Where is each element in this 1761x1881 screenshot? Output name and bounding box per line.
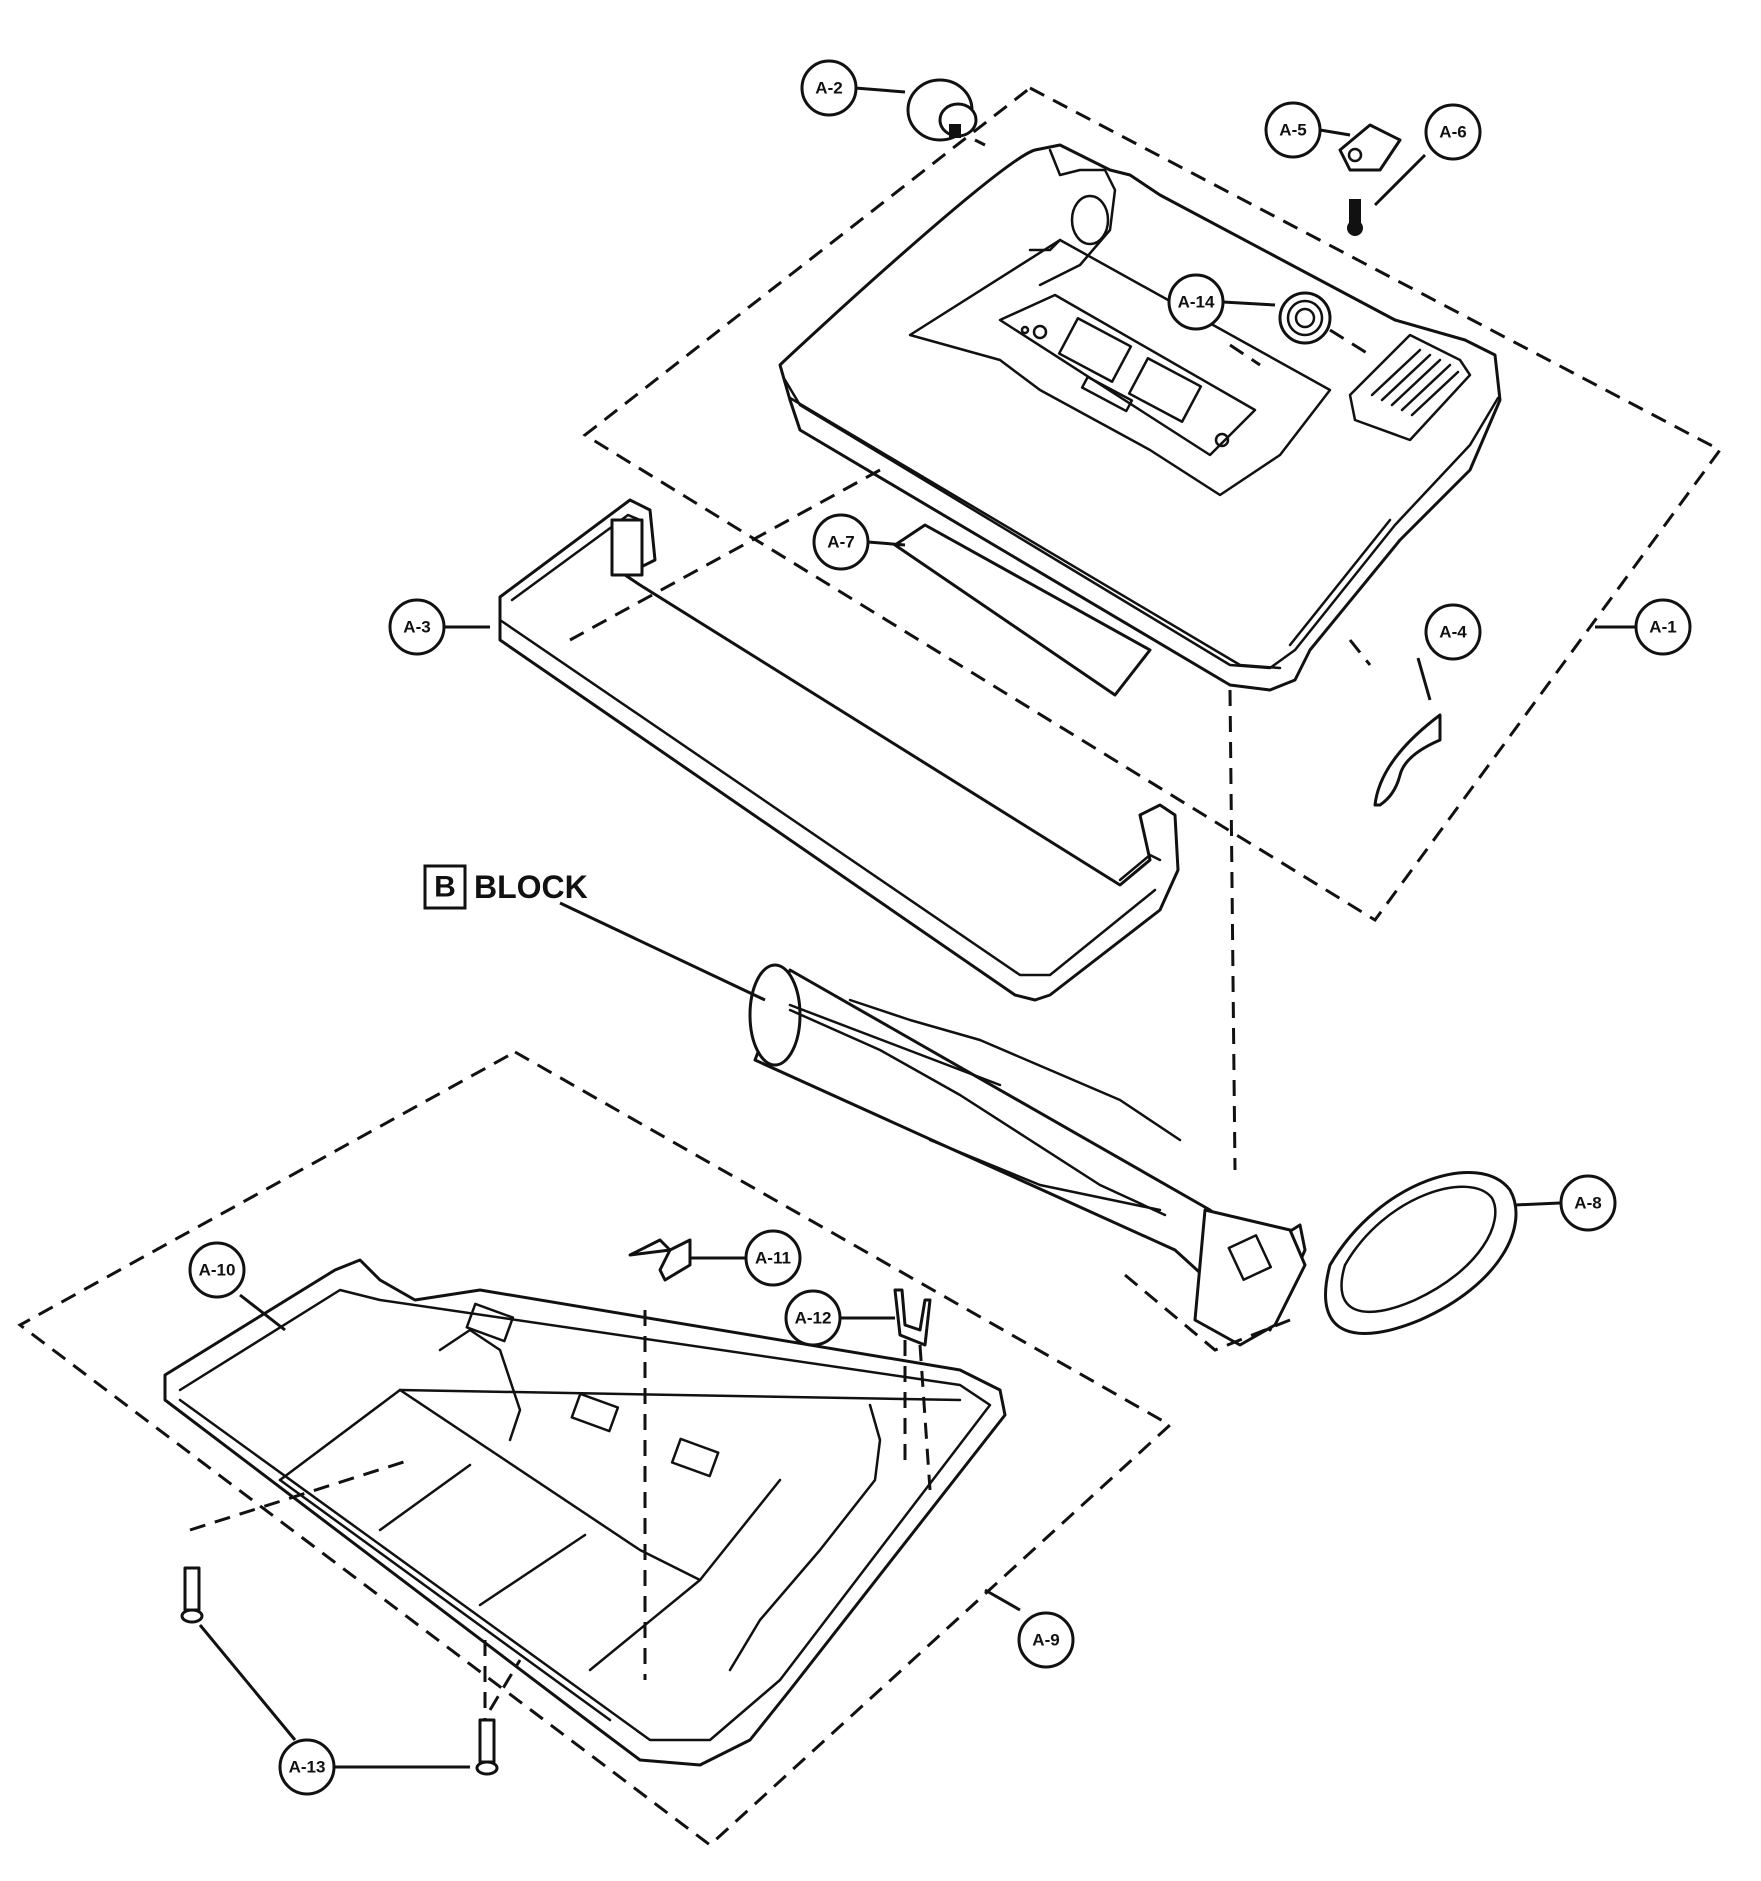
callout-a13-label: A-13	[289, 1758, 326, 1777]
bracket-part	[1338, 123, 1402, 172]
screw-a13-right-part	[475, 1718, 499, 1776]
bearing-part	[906, 78, 978, 142]
assembly-outline-a1	[582, 86, 1723, 923]
bristle-helix	[788, 998, 1182, 1217]
callout-a9: A-9	[1017, 1611, 1075, 1669]
brushroll-part	[748, 963, 1307, 1347]
block-letter-box	[423, 864, 467, 910]
bottom-plate-part	[163, 1258, 1007, 1767]
label-plate-part	[893, 523, 1152, 697]
callout-a2-label: A-2	[815, 79, 842, 98]
clip-a11-part	[628, 1238, 692, 1282]
callout-a7: A-7	[812, 513, 870, 571]
callout-a14: A-14	[1167, 273, 1225, 331]
callout-a8: A-8	[1559, 1174, 1617, 1232]
block-b-label: B BLOCK	[423, 864, 588, 910]
callout-a3: A-3	[388, 598, 446, 656]
callout-a4: A-4	[1424, 603, 1482, 661]
clip-a12-part	[893, 1288, 932, 1347]
clip-part	[1373, 713, 1442, 807]
bumper-part	[498, 498, 1180, 1002]
callout-a1-label: A-1	[1649, 618, 1676, 637]
callout-a1: A-1	[1634, 598, 1692, 656]
grille-lines	[1370, 348, 1460, 417]
callout-a14-label: A-14	[1178, 293, 1215, 312]
callout-a10-label: A-10	[199, 1261, 236, 1280]
callout-a11-label: A-11	[755, 1249, 791, 1268]
alignment-lines	[189, 138, 1372, 1720]
callout-a3-label: A-3	[403, 618, 430, 637]
callout-a4-label: A-4	[1439, 623, 1467, 642]
spring-part	[1278, 291, 1332, 345]
callout-a5: A-5	[1264, 101, 1322, 159]
block-letter: B	[434, 871, 456, 904]
callout-a9-label: A-9	[1032, 1631, 1059, 1650]
belt-part	[1324, 1171, 1518, 1335]
callout-a13: A-13	[278, 1738, 336, 1796]
leader-lines	[198, 86, 1635, 1769]
callout-a7-label: A-7	[827, 533, 854, 552]
callout-a12-label: A-12	[795, 1309, 832, 1328]
callout-a12: A-12	[784, 1289, 842, 1347]
top-cover-part	[778, 143, 1502, 692]
assembly-outline-a9	[17, 1050, 1173, 1847]
block-label-text: BLOCK	[474, 869, 588, 905]
callout-a2: A-2	[800, 59, 858, 117]
callout-a8-label: A-8	[1574, 1194, 1601, 1213]
callout-a11: A-11	[744, 1229, 802, 1287]
callout-a6: A-6	[1424, 103, 1482, 161]
callout-a10: A-10	[188, 1241, 246, 1299]
screw-a6-part	[1347, 199, 1363, 236]
callout-a5-label: A-5	[1279, 121, 1306, 140]
callout-a6-label: A-6	[1439, 123, 1466, 142]
screw-a13-left-part	[180, 1566, 204, 1624]
